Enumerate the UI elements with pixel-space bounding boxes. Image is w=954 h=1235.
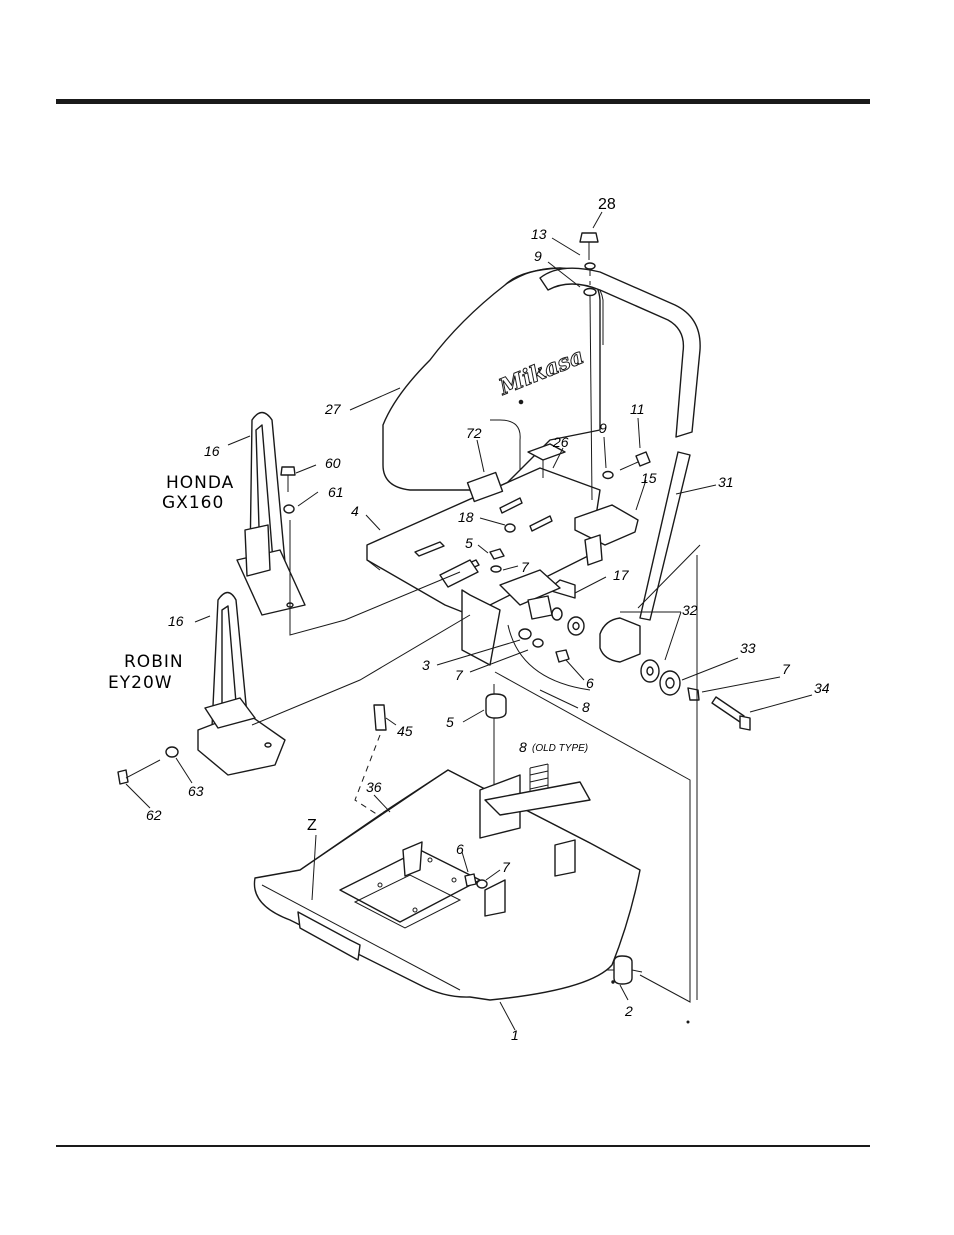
bolt-60 xyxy=(281,467,295,492)
washer-7-base xyxy=(477,880,487,888)
nut-6-base xyxy=(465,874,476,886)
washer-7-mid xyxy=(533,639,543,647)
callout-5-mount: 5 xyxy=(446,714,454,730)
callout-62: 62 xyxy=(146,807,162,823)
bolt-11 xyxy=(620,452,650,470)
callout-3: 3 xyxy=(422,657,430,673)
callout-31: 31 xyxy=(718,474,734,490)
callout-27: 27 xyxy=(324,401,342,417)
washer-9-mid xyxy=(603,472,613,479)
callout-7-mid: 7 xyxy=(455,667,464,683)
callout-72: 72 xyxy=(466,425,482,441)
callout-18: 18 xyxy=(458,509,474,525)
callout-45: 45 xyxy=(397,723,413,739)
callout-7-top: 7 xyxy=(521,559,530,575)
callout-9-mid: 9 xyxy=(599,420,607,436)
callout-11: 11 xyxy=(630,401,645,417)
washer-3 xyxy=(519,629,531,639)
callout-15: 15 xyxy=(641,470,657,486)
callout-36: 36 xyxy=(366,779,382,795)
base-plate xyxy=(254,770,640,1000)
callout-z: Z xyxy=(307,817,317,834)
callout-26: 26 xyxy=(552,434,569,450)
callout-4: 4 xyxy=(351,503,359,519)
bolt-62 xyxy=(118,760,160,784)
callout-17: 17 xyxy=(613,567,630,583)
callout-60: 60 xyxy=(325,455,341,471)
callout-28: 28 xyxy=(598,196,616,213)
engine-honda-line1: HONDA xyxy=(166,473,234,493)
shaft-assembly xyxy=(500,570,750,730)
callout-34: 34 xyxy=(814,680,830,696)
washer-13 xyxy=(585,263,595,269)
callout-16-robin: 16 xyxy=(168,613,184,629)
callout-5-top: 5 xyxy=(465,535,473,551)
callout-61: 61 xyxy=(328,484,344,500)
callout-8-old: 8 xyxy=(519,739,527,755)
callout-16-honda: 16 xyxy=(204,443,220,459)
engine-label-robin: ROBIN EY20W xyxy=(108,652,184,693)
callout-13: 13 xyxy=(531,226,547,242)
callout-6-base: 6 xyxy=(456,841,464,857)
bracket-16-honda xyxy=(237,413,305,616)
engine-base-plate xyxy=(367,468,600,665)
washer-61 xyxy=(284,505,294,513)
bracket-16-robin xyxy=(198,593,285,776)
washer-63 xyxy=(166,747,178,757)
callout-old-type: (OLD TYPE) xyxy=(532,743,588,754)
callout-32: 32 xyxy=(682,602,698,618)
callout-6-mid: 6 xyxy=(586,675,594,691)
engine-robin-line2: EY20W xyxy=(108,673,173,693)
engine-robin-line1: ROBIN xyxy=(124,652,184,672)
engine-label-honda: HONDA GX160 xyxy=(162,473,234,513)
callout-63: 63 xyxy=(188,783,204,799)
callout-9-top: 9 xyxy=(534,248,542,264)
callout-7-right: 7 xyxy=(782,661,791,677)
washer-18 xyxy=(505,524,515,532)
callout-2: 2 xyxy=(624,1003,633,1019)
callout-33: 33 xyxy=(740,640,756,656)
callout-1: 1 xyxy=(511,1027,519,1043)
washer-7-top xyxy=(491,566,501,572)
nut-6-mid xyxy=(556,650,569,662)
grease-fitting-45 xyxy=(355,705,386,815)
engine-honda-line2: GX160 xyxy=(162,493,224,513)
callout-8: 8 xyxy=(582,699,590,715)
bolt-28 xyxy=(580,233,598,260)
washer-9-top xyxy=(584,289,596,296)
callout-7-base: 7 xyxy=(502,859,511,875)
